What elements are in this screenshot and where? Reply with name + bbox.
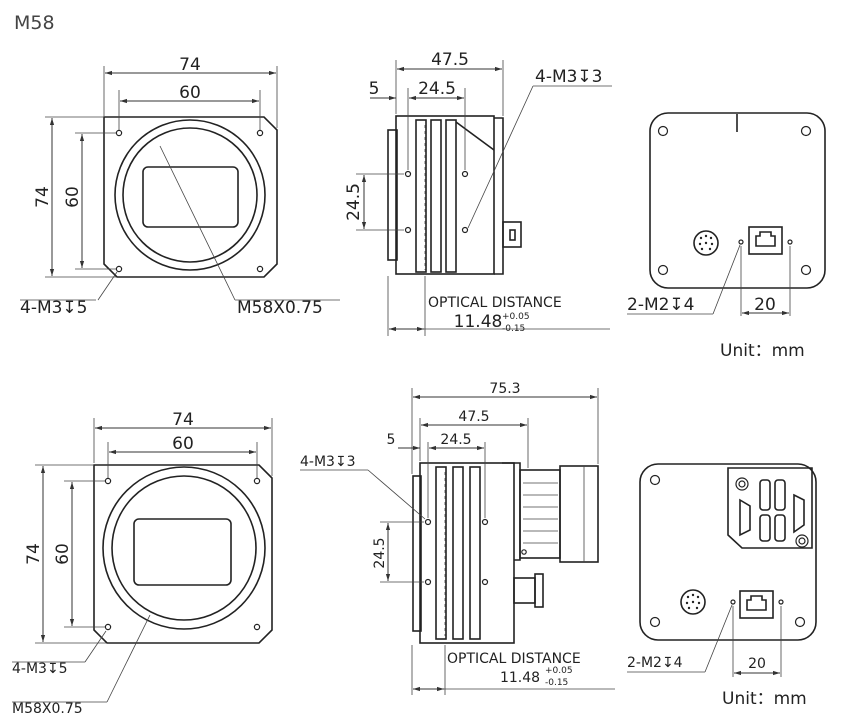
bottom-front-thread-label: M58X0.75 [12, 701, 83, 715]
side-hole [461, 226, 469, 234]
bottom-front-width-outer: 74 [172, 410, 194, 430]
mount-hole [115, 129, 123, 137]
ethernet-port-icon [739, 590, 774, 619]
bottom-side-span: 24.5 [440, 432, 471, 448]
top-unit-label: Unit：mm [720, 341, 805, 361]
mount-hole [104, 623, 112, 631]
power-connector-icon [680, 589, 706, 615]
back-hole [730, 599, 736, 605]
bottom-side-offset: 5 [387, 432, 396, 448]
bottom-side-tol-plus: +0.05 [545, 666, 573, 676]
top-front-height-inner: 60 [63, 186, 83, 208]
mount-hole [253, 623, 261, 631]
bottom-back-spacing: 20 [748, 656, 766, 672]
bottom-front-height-inner: 60 [53, 543, 73, 565]
top-back-view [627, 112, 826, 316]
bottom-side-total: 47.5 [458, 409, 489, 425]
side-hole [424, 578, 432, 586]
bottom-back-holes-label: 2-M2↧4 [627, 655, 683, 671]
side-hole [461, 170, 469, 178]
back-corner-hole [657, 264, 669, 276]
bottom-side-view [300, 388, 615, 695]
bottom-side-tol-minus: -0.15 [545, 678, 568, 688]
top-side-view [356, 60, 612, 336]
diagram-title: M58 [14, 12, 55, 34]
top-side-tol-plus: +0.05 [502, 312, 530, 322]
back-corner-hole [800, 264, 812, 276]
top-side-tol-minus: -0.15 [502, 324, 525, 334]
power-connector-icon [693, 230, 719, 256]
bottom-side-optical-value: 11.48 [500, 670, 540, 686]
top-side-optical-label: OPTICAL DISTANCE [428, 295, 562, 311]
side-hole [404, 170, 412, 178]
top-front-width-inner: 60 [179, 83, 201, 103]
back-hole [778, 599, 784, 605]
mount-hole [253, 477, 261, 485]
top-back-holes-label: 2-M2↧4 [627, 295, 695, 315]
bottom-side-holes-label: 4-M3↧3 [300, 454, 356, 470]
back-corner-hole [794, 616, 806, 628]
mount-hole [115, 265, 123, 273]
bottom-front-view [12, 418, 273, 703]
top-front-view [20, 66, 340, 301]
bottom-back-view [627, 463, 817, 677]
top-front-height-outer: 74 [33, 186, 53, 208]
bottom-side-total-long: 75.3 [489, 381, 520, 397]
bottom-unit-label: Unit：mm [722, 689, 807, 709]
back-corner-hole [800, 125, 812, 137]
side-hole [481, 578, 489, 586]
back-corner-hole [649, 474, 661, 486]
top-side-total: 47.5 [431, 50, 469, 70]
top-front-width-outer: 74 [179, 55, 201, 75]
bottom-side-optical-label: OPTICAL DISTANCE [447, 651, 581, 667]
back-hole [738, 239, 744, 245]
mount-hole [256, 265, 264, 273]
back-hole [787, 239, 793, 245]
back-corner-hole [649, 616, 661, 628]
bottom-side-height: 24.5 [372, 537, 388, 568]
side-hole [404, 226, 412, 234]
top-back-spacing: 20 [754, 295, 776, 315]
side-hole [481, 518, 489, 526]
bottom-front-width-inner: 60 [172, 434, 194, 454]
top-side-offset: 5 [369, 79, 380, 99]
top-front-holes-label: 4-M3↧5 [20, 298, 88, 318]
ethernet-port-icon [748, 226, 783, 255]
top-front-thread-label: M58X0.75 [237, 298, 323, 318]
bottom-front-holes-label: 4-M3↧5 [12, 661, 68, 677]
top-side-holes-label: 4-M3↧3 [535, 67, 603, 87]
back-corner-hole [657, 125, 669, 137]
side-hole [424, 518, 432, 526]
top-side-height: 24.5 [344, 183, 364, 221]
top-side-span: 24.5 [418, 79, 456, 99]
bottom-front-height-outer: 74 [24, 543, 44, 565]
mount-hole [104, 477, 112, 485]
mount-hole [256, 129, 264, 137]
top-side-optical-value: 11.48 [454, 312, 503, 332]
